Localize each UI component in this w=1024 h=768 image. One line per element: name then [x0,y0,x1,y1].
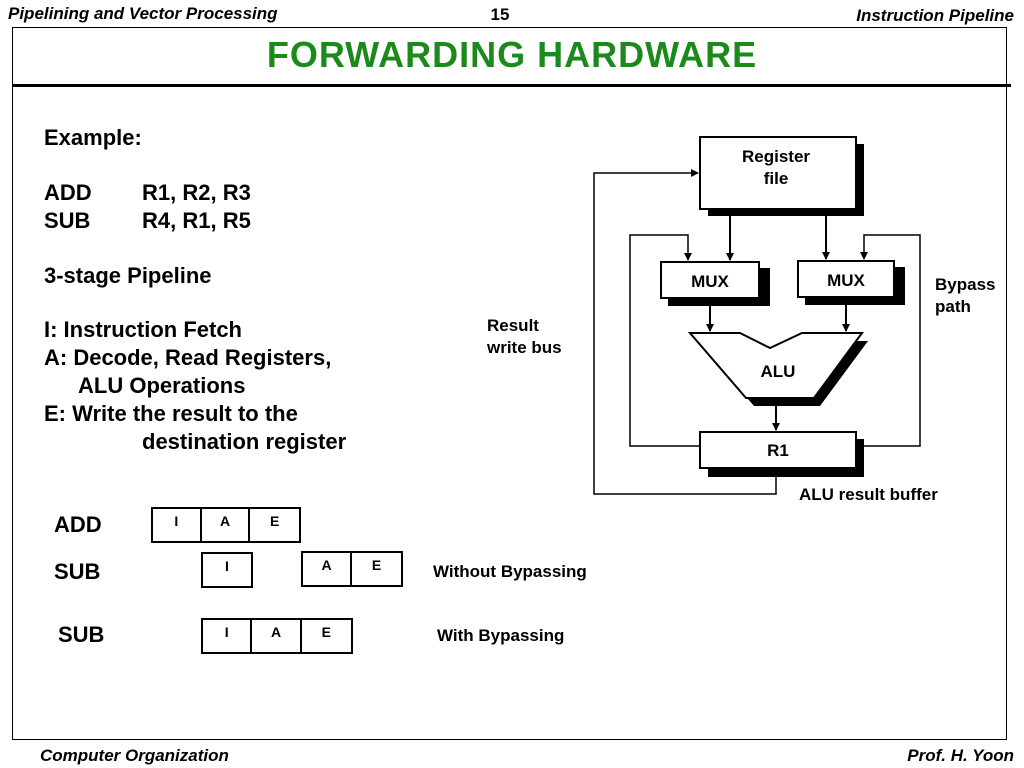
stage-line-3: ALU Operations [78,373,246,398]
slide-frame [12,27,1007,740]
register-file-label-1: Register [742,147,810,166]
stage-line-2: A: Decode, Read Registers, [44,345,332,370]
page-number: 15 [490,5,510,24]
bypass-right-path [856,234,921,447]
header-section-title: Instruction Pipeline [856,6,1014,25]
bypass-left-path [629,234,700,447]
timing-row-label-add: ADD [54,512,102,537]
timing-row-sub-no-bypass-exec: A E [301,551,403,587]
bypass-path-label-2: path [935,297,971,316]
slide-title: FORWARDING HARDWARE [266,34,758,75]
r1-box [699,431,857,469]
result-write-bus-label-1: Result [487,316,539,335]
timing-row-sub-bypass: I A E [201,618,353,654]
stage-cell: A [303,553,353,585]
footer-course: Computer Organization [40,746,229,765]
header-course-title: Pipelining and Vector Processing [8,4,278,23]
example-heading: Example: [44,125,142,150]
stage-cell: A [252,620,302,652]
code-args-1: R1, R2, R3 [142,180,251,205]
timing-row-label-sub-no-bypass: SUB [54,559,101,584]
r1-label: R1 [767,441,789,460]
stage-cell: I [203,620,253,652]
stage-cell: I [225,558,229,574]
result-write-bus-path [593,169,777,495]
mux-right-label: MUX [827,271,865,290]
code-args-2: R4, R1, R5 [142,208,251,233]
with-bypassing-label: With Bypassing [437,626,565,645]
mux-left-box [660,261,760,299]
bypass-path-label-1: Bypass [935,275,995,294]
stage-line-5: destination register [142,429,347,454]
title-rule [12,84,1011,87]
stage-cell: E [371,557,382,573]
stage-line-1: I: Instruction Fetch [44,317,242,342]
pipeline-label: 3-stage Pipeline [44,263,212,288]
alu-label: ALU [761,362,796,381]
timing-row-label-sub-bypass: SUB [58,622,105,647]
result-write-bus-label-2: write bus [486,338,562,357]
stage-cell: A [202,509,251,541]
alu-result-buffer-label: ALU result buffer [799,485,938,504]
stage-cell: E [270,513,280,529]
without-bypassing-label: Without Bypassing [433,562,587,581]
code-op-2: SUB [44,208,91,233]
mux-right-box [797,260,895,298]
mux-left-label: MUX [691,272,729,291]
stage-line-4: E: Write the result to the [44,401,298,426]
alu-shape [687,332,864,399]
code-op-1: ADD [44,180,92,205]
register-file-label-2: file [764,169,789,188]
timing-row-add: I A E [151,507,301,543]
timing-row-sub-no-bypass-fetch: I [201,552,253,588]
stage-cell: E [321,624,332,640]
register-file-box [699,136,857,210]
stage-cell: I [153,509,202,541]
footer-author: Prof. H. Yoon [907,746,1014,765]
